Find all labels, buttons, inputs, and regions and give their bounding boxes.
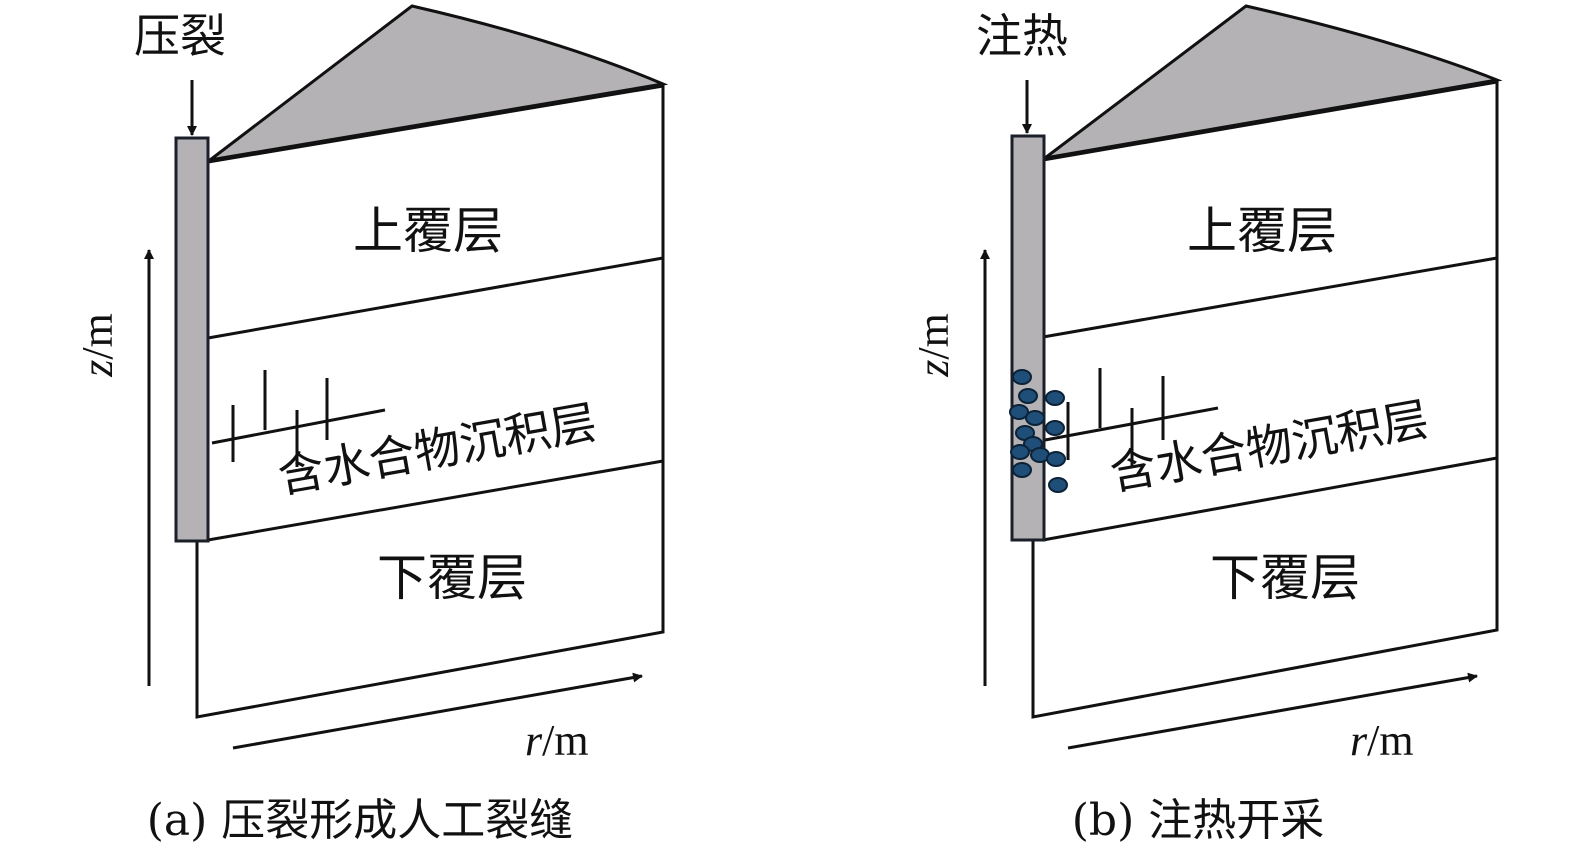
panel-b-fractures — [1044, 368, 1219, 466]
panel-a-layer-lower-label: 下覆层 — [377, 549, 527, 607]
panel-b-caption: (b) 注热开采 — [1072, 795, 1324, 846]
panel-b-upper-boundary — [1042, 256, 1498, 339]
panel-a-top-surface — [209, 4, 669, 162]
panel-b-layer-lower-label: 下覆层 — [1210, 549, 1360, 607]
heat-bubble — [1012, 462, 1032, 478]
panel-a: 压裂 上覆层 含水合物沉积层 下覆层 z/m r/m (a) 压裂形成人工裂缝 — [73, 4, 669, 846]
panel-a-layer-upper-label: 上覆层 — [353, 202, 503, 260]
panel-a-top-label: 压裂 — [134, 9, 226, 63]
panel-a-lower-boundary — [207, 459, 664, 542]
panel-b-top-surface — [1044, 4, 1503, 160]
heat-bubble — [1018, 388, 1038, 404]
heat-bubble — [1048, 477, 1068, 493]
panel-b-wellbore — [1010, 134, 1046, 542]
panel-b-heat-bubbles — [1009, 369, 1068, 493]
panel-a-wellbore — [174, 136, 210, 543]
heat-bubble — [1046, 451, 1066, 467]
panel-b-r-axis — [1067, 672, 1478, 750]
panel-a-caption: (a) 压裂形成人工裂缝 — [147, 795, 574, 846]
panel-b-r-axis-label: r/m — [1350, 716, 1414, 765]
panel-b-block-outline — [1031, 80, 1499, 719]
panel-a-z-axis-label: z/m — [73, 313, 122, 378]
heat-bubble — [1025, 410, 1045, 426]
heat-bubble — [1009, 404, 1029, 420]
panel-a-r-axis — [232, 672, 643, 750]
panel-b-top-label: 注热 — [976, 9, 1068, 63]
panel-a-r-axis-label: r/m — [525, 716, 589, 765]
panel-a-fractures — [211, 370, 386, 467]
heat-bubble — [1010, 444, 1030, 460]
panel-a-upper-boundary — [207, 256, 664, 340]
panel-b: 注热 上覆层 含水合物沉积层 下覆层 z/m r/m (b) 注热开采 — [909, 4, 1503, 846]
heat-bubble — [1045, 390, 1065, 406]
panel-b-layer-upper-label: 上覆层 — [1187, 202, 1337, 260]
panel-a-block-outline — [195, 84, 665, 719]
panel-b-lower-boundary — [1042, 456, 1498, 542]
heat-bubble — [1045, 420, 1065, 436]
panel-b-z-axis-label: z/m — [909, 313, 958, 378]
heat-bubble — [1012, 369, 1032, 385]
